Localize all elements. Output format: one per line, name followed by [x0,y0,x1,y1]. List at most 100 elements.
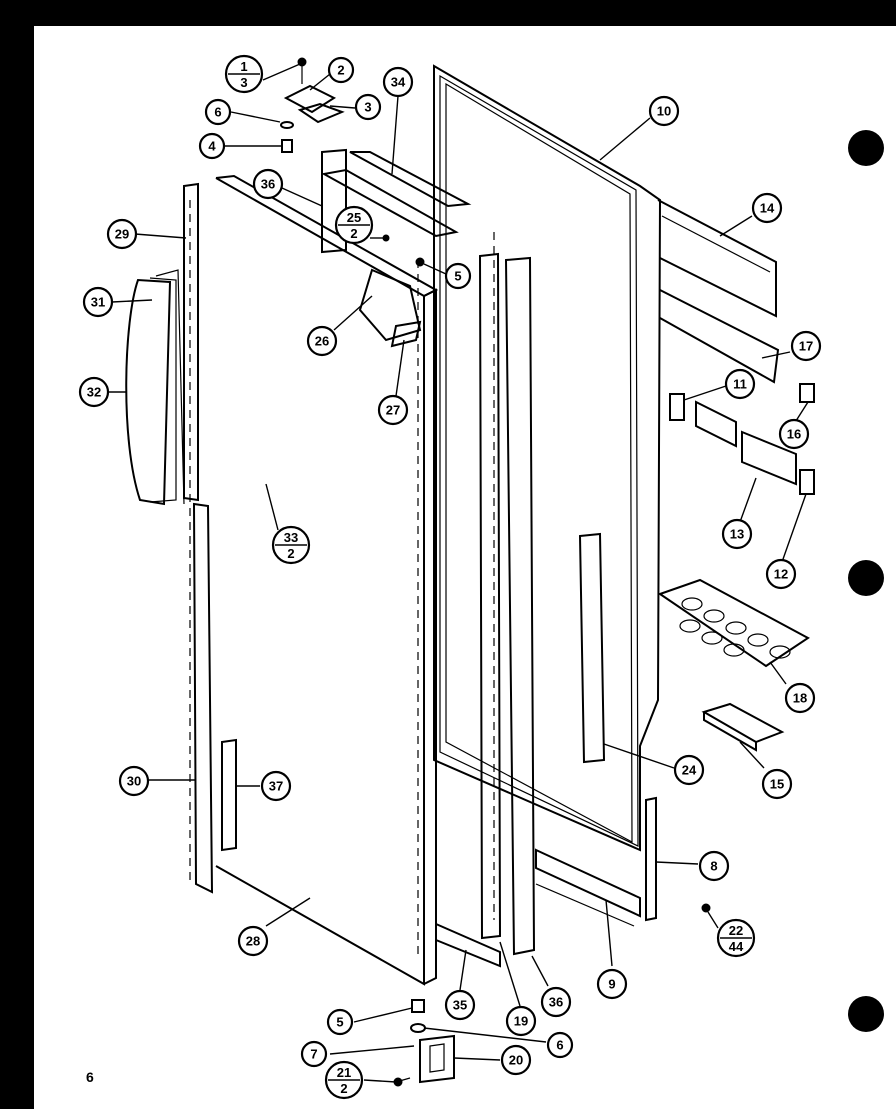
callout-label: 15 [770,777,784,792]
callout-circle [106,218,138,250]
callout-circle [118,765,150,797]
leader-lines [108,63,809,1083]
page-number: 6 [86,1069,94,1085]
callout-3: 3 [354,93,382,121]
callout-12: 12 [765,558,797,590]
callout-label: 2 [337,63,344,78]
callout-circle [327,56,355,84]
callout-6: 6 [204,98,232,126]
callout-label: 24 [682,763,697,778]
callout-label: 6 [214,105,221,120]
callout-circle [326,1008,354,1036]
callout-1: 13 [224,54,264,94]
callout-10: 10 [648,95,680,127]
callout-circle [306,325,338,357]
callout-label: 14 [760,201,775,216]
callout-label: 19 [514,1014,528,1029]
callout-label: 7 [310,1047,317,1062]
callout-15: 15 [761,768,793,800]
callout-label: 8 [710,859,717,874]
butter-dish [701,702,785,752]
callout-circle [300,1040,328,1068]
top-hinge-parts [280,57,345,153]
callout-37: 37 [260,770,292,802]
callout-numerator: 1 [240,59,247,74]
callout-label: 20 [509,1053,523,1068]
callout-26: 26 [306,325,338,357]
callout-label: 27 [386,403,400,418]
callout-label: 17 [799,339,813,354]
callout-circle [204,98,232,126]
door-edge-strip [183,182,214,894]
callout-circle [721,518,753,550]
callout-27: 27 [377,394,409,426]
callout-circle [761,768,793,800]
callout-5: 5 [444,262,472,290]
callout-20: 20 [500,1044,532,1076]
door-handle [125,269,185,506]
callout-29: 29 [106,218,138,250]
door-stop-cam [358,234,425,348]
bottom-hinge-parts [393,999,455,1087]
callout-label: 37 [269,779,283,794]
lower-strip [221,738,237,852]
callout-circle [673,754,705,786]
shelf-brackets [669,383,815,495]
callout-label: 4 [208,139,216,154]
bottom-trim [535,796,711,927]
callout-denominator: 44 [729,939,744,954]
callout-35: 35 [444,989,476,1021]
callout-label: 31 [91,295,105,310]
callout-31: 31 [82,286,114,318]
callout-label: 36 [261,177,275,192]
binder-hole-middle [848,560,884,596]
callout-label: 28 [246,934,260,949]
callout-label: 35 [453,998,467,1013]
callout-denominator: 2 [340,1081,347,1096]
callout-circle [751,192,783,224]
callout-4: 4 [198,132,226,160]
callout-circle [648,95,680,127]
callout-circle [784,682,816,714]
callout-label: 12 [774,567,788,582]
bottom-seal [435,922,501,968]
callout-17: 17 [790,330,822,362]
callout-circle [198,132,226,160]
callout-circle [82,286,114,318]
callout-21: 212 [324,1060,364,1100]
callout-circle [252,168,284,200]
callout-circle [765,558,797,590]
callout-label: 26 [315,334,329,349]
callout-circle [698,850,730,882]
callout-circle [724,368,756,400]
binder-hole-top [848,130,884,166]
callout-numerator: 22 [729,923,743,938]
callout-label: 18 [793,691,807,706]
callout-circle [546,1031,574,1059]
callout-9: 9 [596,968,628,1000]
callout-30: 30 [118,765,150,797]
callout-circle [78,376,110,408]
callout-circle [778,418,810,450]
callout-circle [237,925,269,957]
callout-numerator: 25 [347,210,361,225]
callout-denominator: 2 [350,226,357,241]
binder-hole-bottom [848,996,884,1032]
callout-circle [505,1005,537,1037]
door-liner [433,64,662,852]
callout-24: 24 [673,754,705,786]
callout-36: 36 [540,986,572,1018]
callout-14: 14 [751,192,783,224]
callout-layer: 1323643410362525293126322714171116131233… [78,54,822,1100]
egg-tray [657,578,810,668]
callout-32: 32 [78,376,110,408]
callout-label: 13 [730,527,744,542]
callout-19: 19 [505,1005,537,1037]
callout-denominator: 3 [240,75,247,90]
callout-circle [540,986,572,1018]
callout-circle [596,968,628,1000]
callout-circle [500,1044,532,1076]
callout-7: 7 [300,1040,328,1068]
